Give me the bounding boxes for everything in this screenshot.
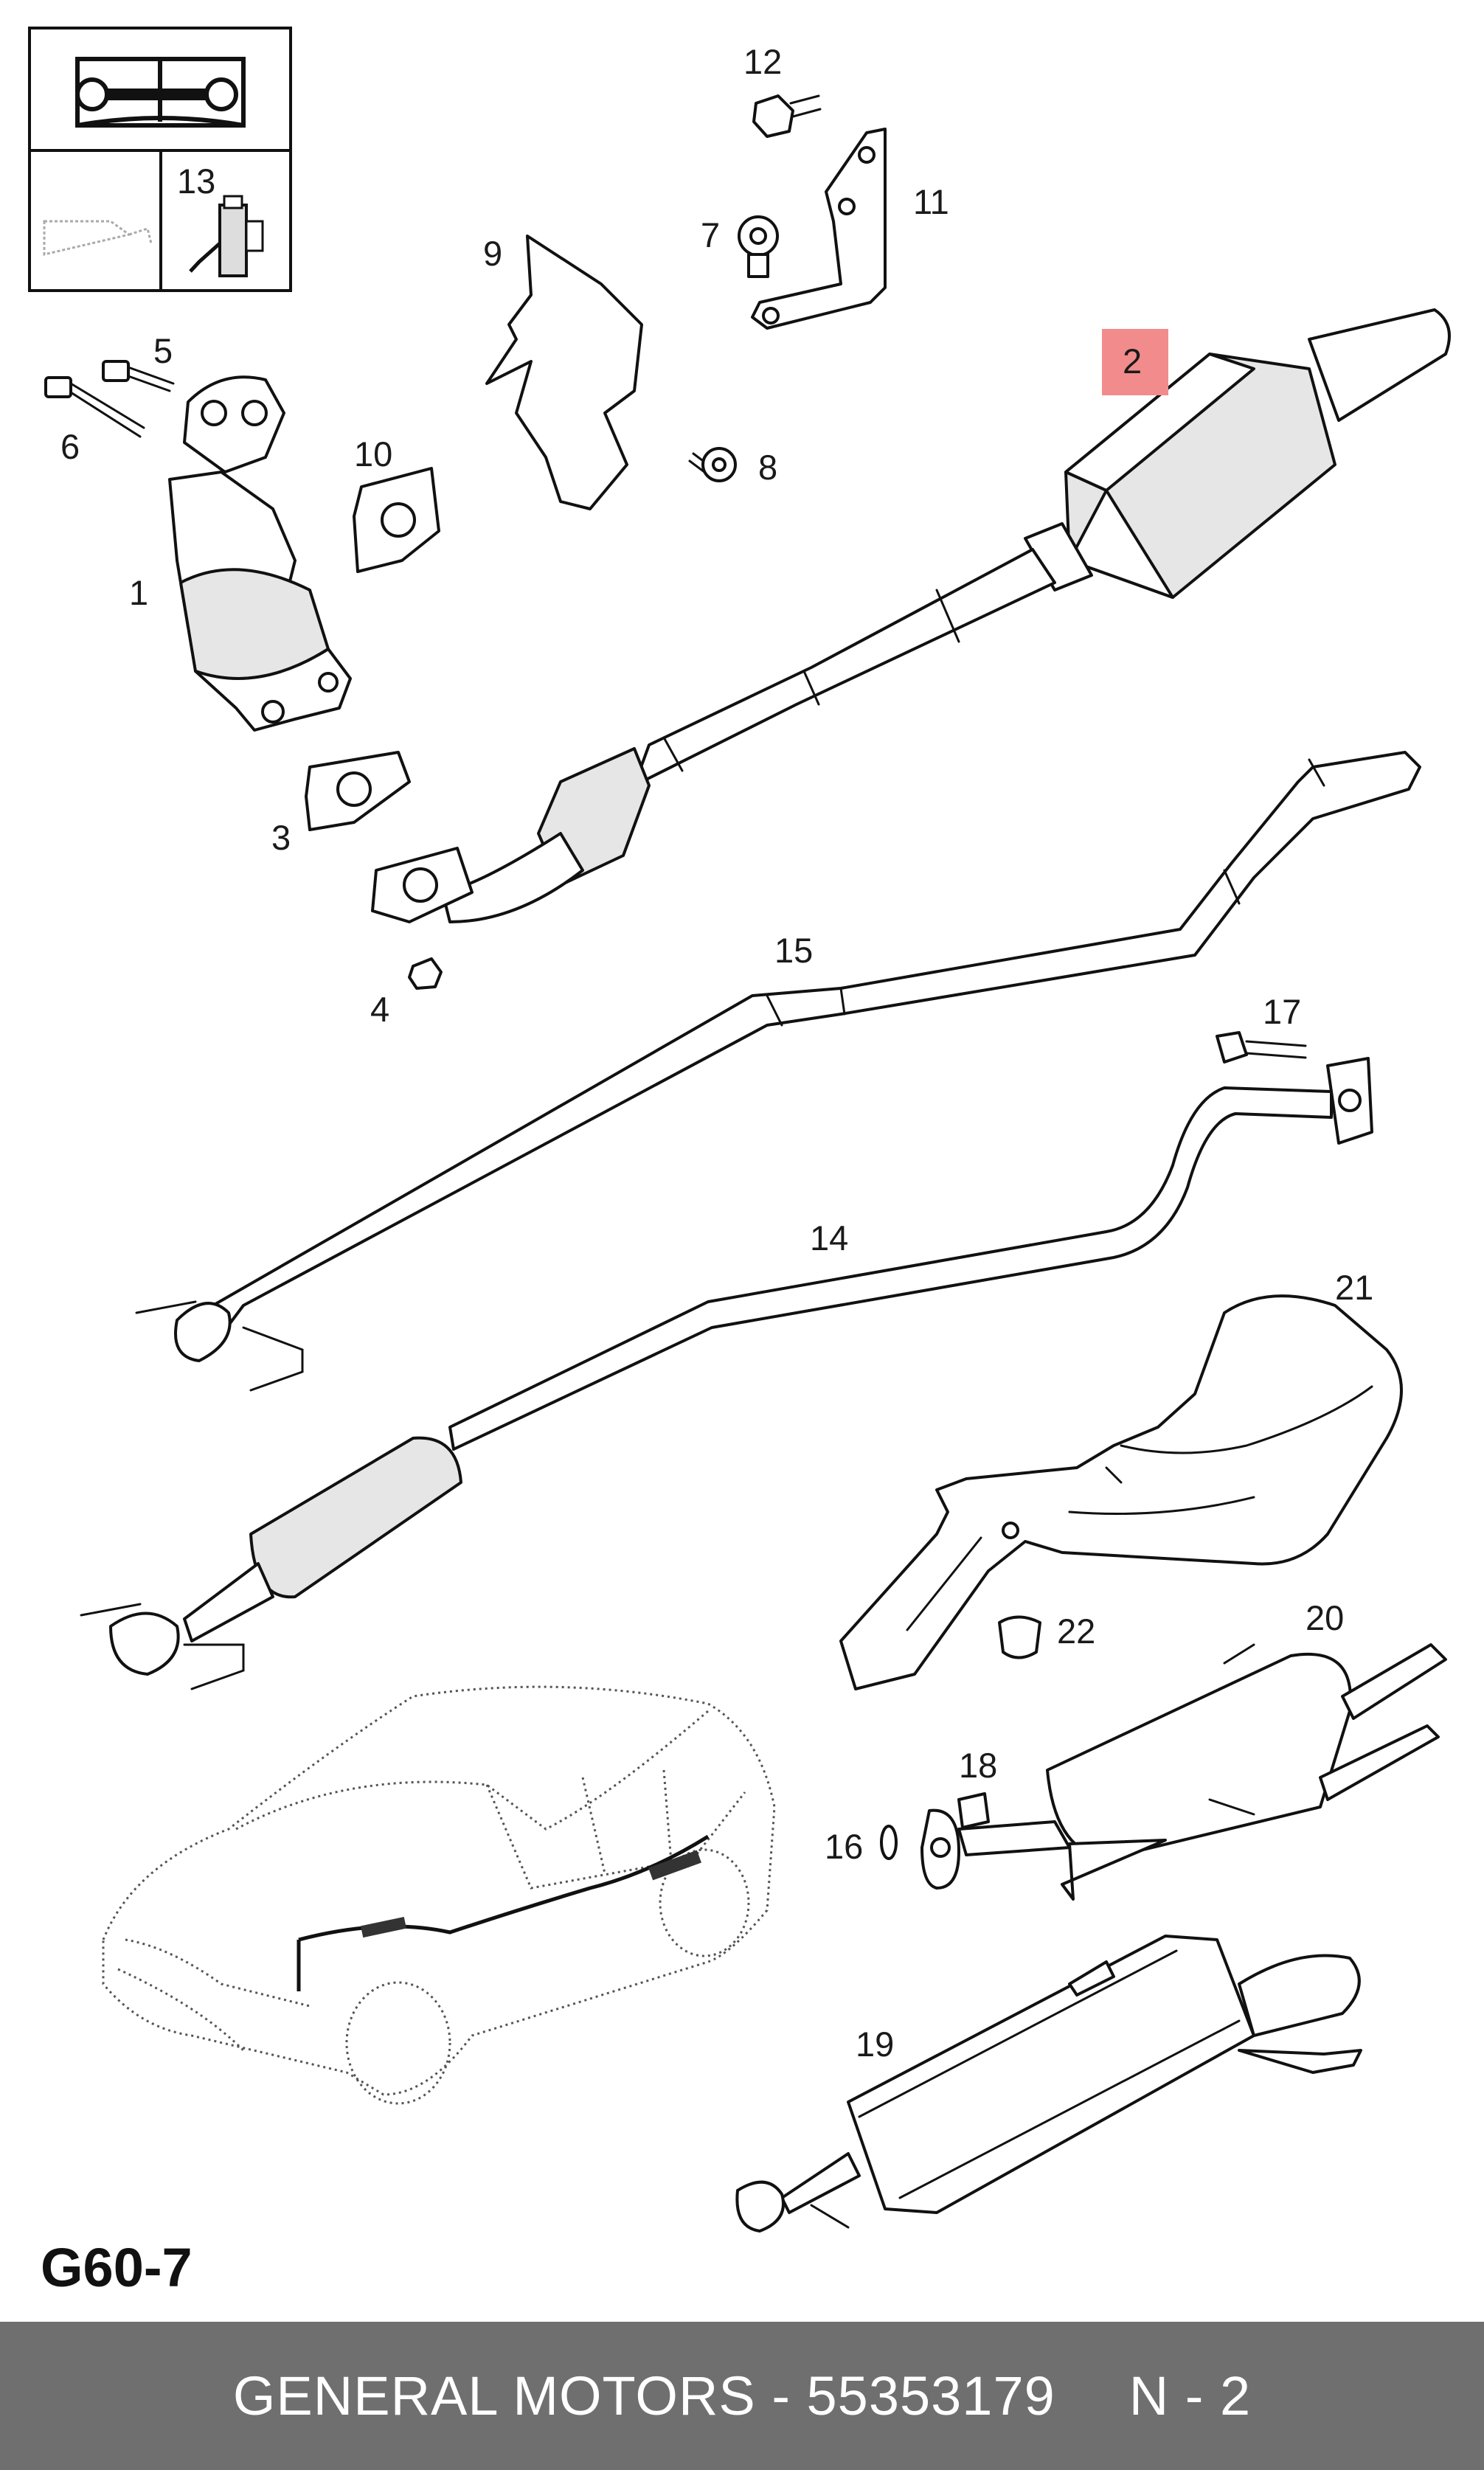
footer-position: N - 2 <box>1128 2365 1252 2426</box>
callout-20: 20 <box>1306 1598 1344 1637</box>
sealing-ring-part-16 <box>880 1825 898 1860</box>
exhaust-system-diagram: 13 1 5 6 10 9 <box>28 27 1451 2298</box>
rear-muffler-part-20 <box>957 1643 1447 1901</box>
callout-6: 6 <box>60 427 80 466</box>
diagram-code: G60-7 <box>41 2237 193 2298</box>
callout-14: 14 <box>810 1218 848 1257</box>
oil-can-icon <box>43 220 153 256</box>
callout-8: 8 <box>758 448 777 487</box>
service-info-box: 13 <box>28 27 292 292</box>
footer-part-number: 55353179 <box>806 2365 1055 2426</box>
callout-18: 18 <box>959 1746 997 1785</box>
callout-10: 10 <box>354 434 392 473</box>
callout-22: 22 <box>1057 1612 1095 1651</box>
callout-7: 7 <box>701 215 720 254</box>
bolt-part-6 <box>44 376 145 438</box>
car-outline-illustration <box>102 1685 776 2105</box>
bolt-part-5 <box>102 360 175 392</box>
callout-16: 16 <box>825 1827 863 1866</box>
center-pipe-resonator-part-14 <box>80 1057 1373 1690</box>
bolt-part-17 <box>1216 1031 1307 1064</box>
book-wrench-icon <box>75 57 246 128</box>
callout-11: 11 <box>913 182 949 221</box>
callout-21: 21 <box>1335 1268 1373 1307</box>
exhaust-manifold-part-1 <box>168 375 352 732</box>
clamp-part-18 <box>920 1792 990 1890</box>
callout-4: 4 <box>370 990 389 1029</box>
sensor-icon <box>189 195 264 277</box>
footer-brand: GENERAL MOTORS <box>232 2365 756 2426</box>
callout-9: 9 <box>483 234 502 273</box>
callout-12: 12 <box>743 42 782 81</box>
nut-part-4 <box>408 957 443 990</box>
bolt-part-12 <box>752 94 822 138</box>
bracket-part-11 <box>751 128 887 330</box>
callout-2: 2 <box>1123 341 1142 381</box>
heat-shield-part-9 <box>485 235 643 510</box>
front-pipe-catalytic-converter-part-2 <box>371 308 1451 923</box>
callout-3: 3 <box>271 818 291 857</box>
footer-bar: GENERAL MOTORS - 55353179 N - 2 <box>0 2322 1484 2470</box>
rear-muffler-part-19 <box>735 1935 1362 2233</box>
footer-separator: - <box>755 2365 807 2426</box>
callout-15: 15 <box>774 931 813 970</box>
gasket-part-3 <box>305 751 411 831</box>
bolt-part-8 <box>688 447 737 482</box>
callout-17: 17 <box>1263 992 1301 1031</box>
nut-part-22 <box>998 1615 1041 1659</box>
rear-heat-shield-part-21 <box>839 1294 1403 1690</box>
gasket-part-10 <box>353 467 440 573</box>
intermediate-pipe-part-15 <box>135 751 1421 1392</box>
callout-1: 1 <box>129 573 148 612</box>
bolt-part-7 <box>738 215 779 278</box>
callout-19: 19 <box>856 2025 894 2064</box>
callout-13: 13 <box>177 162 215 201</box>
callout-2-highlight <box>1102 329 1168 395</box>
callout-5: 5 <box>153 331 173 370</box>
